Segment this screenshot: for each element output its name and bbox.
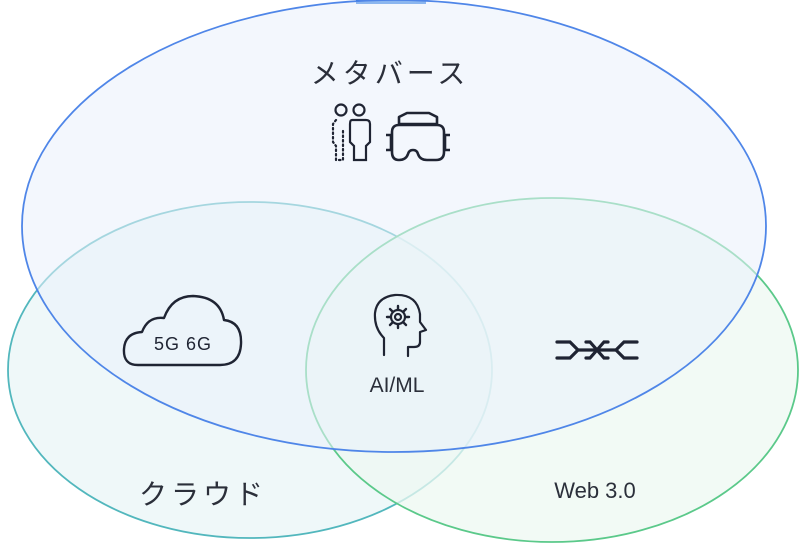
- people-icon: [331, 103, 372, 162]
- cloud-label: クラウド: [138, 478, 268, 511]
- vr-headset-icon: [386, 111, 450, 162]
- cloud-icon-text: 5G 6G: [153, 334, 213, 354]
- ai-head-icon: [373, 293, 428, 358]
- metaverse-label: メタバース: [310, 57, 470, 90]
- chain-link-icon: [555, 340, 639, 360]
- web3-label: Web 3.0: [554, 478, 636, 503]
- aiml-label: AI/ML: [369, 374, 425, 397]
- cloud-icon: [122, 294, 243, 367]
- metaverse-circle: [21, 0, 767, 453]
